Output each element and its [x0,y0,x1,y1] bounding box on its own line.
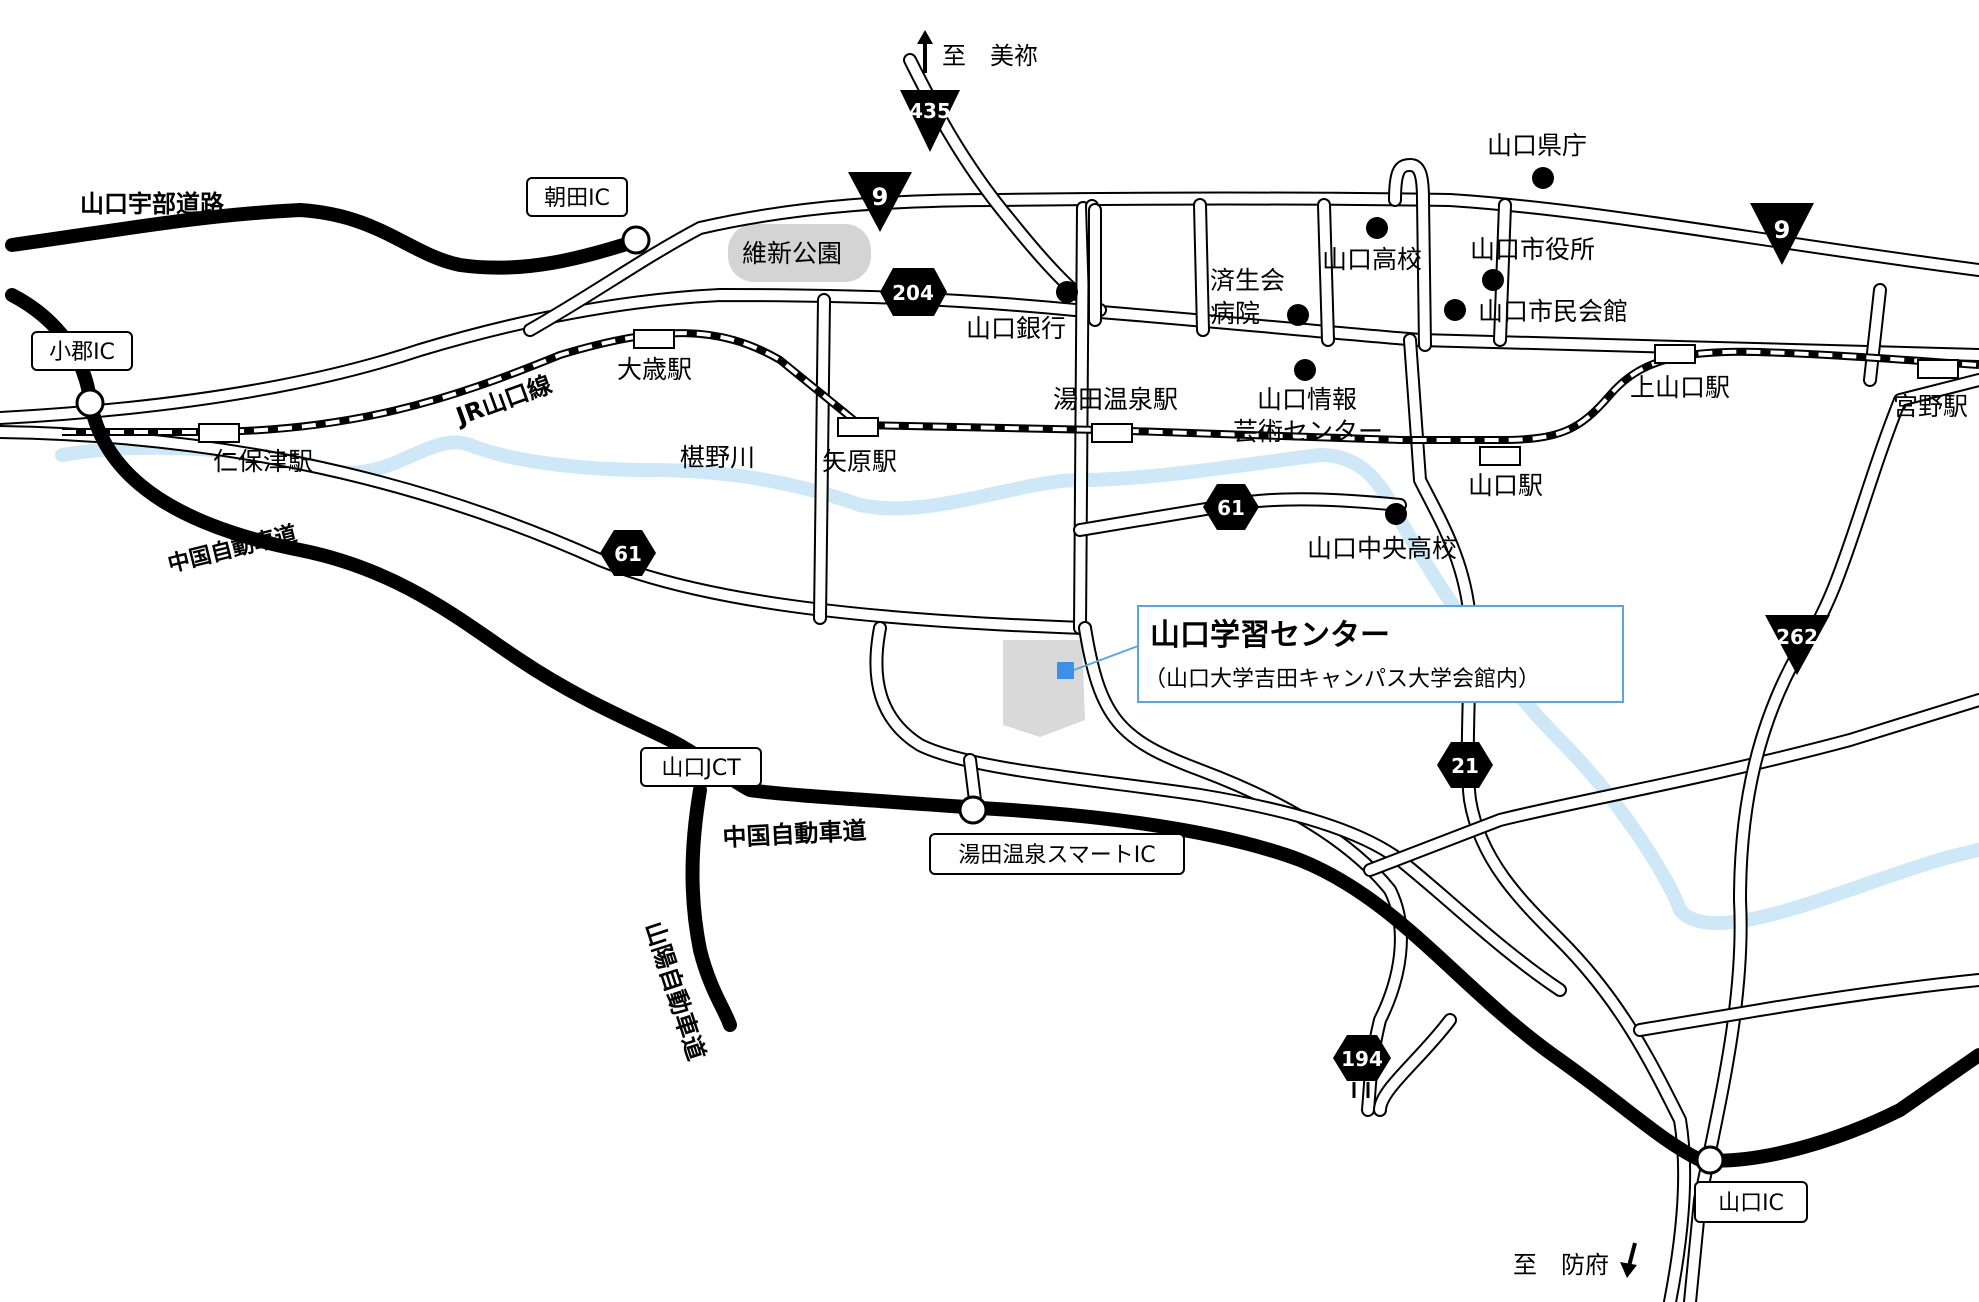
shield-194: 194 [1333,1035,1391,1098]
north-direction-label: 至 美祢 [942,42,1038,70]
ic-label-smart: 湯田温泉スマートIC [929,833,1185,875]
civic-label: 山口市民会館 [1478,297,1628,326]
fushino-river [55,435,1979,931]
ic-label-ogori: 小郡IC [31,331,133,371]
arts-dot [1294,359,1316,381]
kencho-label: 山口県庁 [1487,131,1587,160]
smart-ic-node [958,795,988,825]
shield-262-num: 262 [1776,625,1818,649]
yoshida-campus-area [1003,640,1085,737]
bank-label: 山口銀行 [966,314,1066,343]
shield-9-west: 9 [848,172,912,232]
shield-21-num: 21 [1451,754,1479,778]
arts-label-2: 芸術センター [1233,417,1383,446]
shield-61-east: 61 [1203,484,1259,530]
otoshi-station-box [633,329,675,349]
chuo-dot [1385,503,1407,525]
ic-asada-text: 朝田IC [544,186,610,211]
kamiyamaguchi-station-box [1654,344,1696,364]
ic-yamaguchi-text: 山口IC [1718,1191,1784,1216]
callout-leader [1073,645,1139,671]
shield-194-num: 194 [1341,1047,1383,1071]
north-direction-arrow [917,30,933,73]
facility-dots [1056,167,1554,525]
yamaguchi-station-box [1479,446,1521,466]
shield-204: 204 [880,268,947,316]
shield-61-east-num: 61 [1217,496,1245,520]
miyano-station-box [1917,359,1959,379]
sanyo-expressway [685,783,737,1032]
jr-yamaguchi-line [62,329,1979,444]
ic-jct-text: 山口JCT [661,756,741,781]
shield-21: 21 [1437,742,1493,788]
station-yamaguchi-label: 山口駅 [1468,471,1543,500]
station-boxes [198,329,1959,466]
asada-ic-node [621,225,651,255]
ube-road-label: 山口宇部道路 [80,190,225,218]
learning-center-callout[interactable]: 山口学習センター （山口大学吉田キャンパス大学会館内） [1137,605,1624,703]
hospital-dot [1287,304,1309,326]
learning-center-subtitle: （山口大学吉田キャンパス大学会館内） [1144,667,1540,692]
ic-ogori-text: 小郡IC [49,340,115,365]
highschool-label: 山口高校 [1322,245,1422,274]
south-direction-label: 至 防府 [1513,1251,1609,1279]
shield-262: 262 [1765,615,1830,675]
station-yabara-label: 矢原駅 [822,447,897,476]
kencho-dot [1532,167,1554,189]
ogori-ic-node [75,388,105,418]
shield-435: 435 [900,90,960,152]
nihozu-station-box [198,423,240,443]
shield-61-west-num: 61 [614,542,642,566]
ic-smart-text: 湯田温泉スマートIC [958,843,1155,868]
shield-9-east: 9 [1750,203,1814,265]
cityhall-dot [1482,269,1504,291]
shield-204-num: 204 [892,281,934,305]
station-otoshi-label: 大歳駅 [617,355,692,384]
chuo-label: 山口中央高校 [1307,534,1457,563]
arts-label-1: 山口情報 [1257,385,1357,414]
learning-center-marker[interactable] [1057,662,1074,679]
hospital-label-2: 病院 [1210,299,1260,328]
shield-61-west: 61 [600,530,656,576]
yamaguchi-ic-node [1695,1145,1725,1175]
hospital-label-1: 済生会 [1210,266,1285,295]
river-label: 椹野川 [680,443,755,472]
south-direction-arrow [1620,1242,1637,1278]
station-miyano-label: 宮野駅 [1893,392,1968,421]
bank-dot [1056,281,1078,303]
cityhall-label: 山口市役所 [1470,235,1595,264]
highschool-dot [1366,217,1388,239]
yamaguchi-ube-road [5,203,647,275]
station-nihozu-label: 仁保津駅 [213,447,313,476]
ishin-park-area [728,224,871,282]
yuda-station-box [1091,423,1133,443]
park-label: 維新公園 [742,239,842,268]
ic-label-jct: 山口JCT [640,747,762,787]
civic-dot [1444,299,1466,321]
chugoku-exp-label-2: 中国自動車道 [722,816,867,851]
shield-9-east-num: 9 [1774,216,1791,244]
ic-label-yamaguchi: 山口IC [1694,1181,1808,1223]
ic-label-asada: 朝田IC [526,177,628,217]
map-labels: 至 美祢 至 防府 山口宇部道路 中国自動車道 中国自動車道 山陽自動車道 JR… [80,42,1968,1279]
yabara-station-box [837,417,879,437]
shield-9-west-num: 9 [872,183,889,211]
road-network [0,53,1979,1302]
shield-435-num: 435 [909,99,951,123]
learning-center-name: 山口学習センター [1150,618,1390,653]
chugoku-expressway [5,288,1979,1168]
station-kamiyamaguchi-label: 上山口駅 [1630,373,1730,402]
station-yuda-label: 湯田温泉駅 [1053,385,1178,414]
